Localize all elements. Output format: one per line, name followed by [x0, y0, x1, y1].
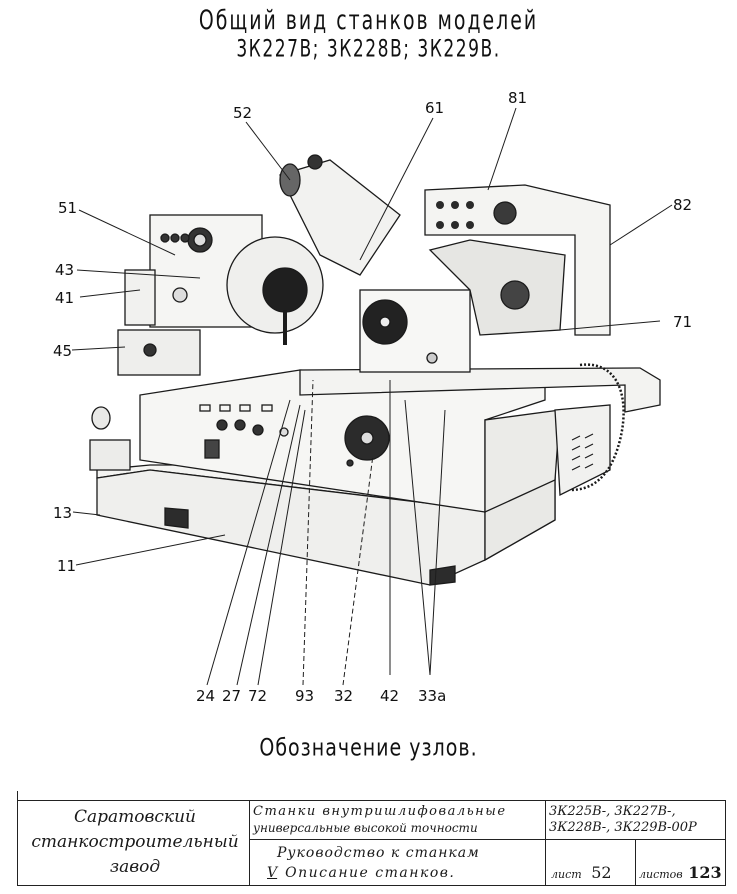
drawing-title: Общий вид станков моделей: [198, 5, 539, 35]
drawing-models-title: 3К227В; 3К228В; 3К229В.: [236, 35, 501, 63]
model-numbers: 3К225В-, 3К227В-, 3К228В-, 3К229В-00Р: [549, 804, 725, 836]
document-line: V Описание станков.: [267, 863, 545, 883]
callout-45: 45: [53, 342, 72, 360]
callout-labels: 52 61 81 82 51 43 41 45 71 13 11 24 27 7…: [53, 89, 692, 705]
document-section-title: Описание станков.: [285, 865, 456, 881]
callout-71: 71: [673, 313, 692, 331]
callout-43: 43: [55, 261, 74, 279]
front-controls: [199, 404, 289, 459]
tb-divider: [249, 839, 725, 840]
caption: Обозначение узлов.: [259, 734, 478, 762]
sheets-label: листов: [639, 868, 683, 881]
sheet-number-field: лист 52: [551, 863, 635, 882]
callout-27: 27: [222, 687, 241, 705]
product-line: Станки внутришлифовальные: [253, 804, 507, 819]
callout-72: 72: [248, 687, 267, 705]
organization-line: станкостроительный: [31, 832, 239, 852]
models-line: 3К228В-, 3К229В-00Р: [549, 820, 697, 835]
sheet-label: лист: [551, 868, 582, 881]
organization-line: Саратовский: [74, 807, 196, 827]
callout-11: 11: [57, 557, 76, 575]
machine-drawing: 52 61 81 82 51 43 41 45 71 13 11 24 27 7…: [53, 89, 692, 705]
callout-41: 41: [55, 289, 74, 307]
section-number: V: [267, 865, 278, 881]
title-block: Саратовский станкостроительный завод Ста…: [17, 791, 726, 886]
sheet-number: 52: [591, 863, 612, 882]
sheets-total: 123: [688, 863, 722, 882]
product-line: универсальные высокой точности: [253, 821, 478, 835]
sheets-total-field: листов 123: [639, 863, 725, 882]
organization-line: завод: [109, 857, 161, 877]
machine-body: [89, 154, 661, 586]
organization-name: Саратовский станкостроительный завод: [21, 805, 249, 880]
leader-lines: [71, 107, 673, 686]
right-cabinet: [554, 404, 611, 497]
callout-52: 52: [233, 104, 252, 122]
coolant-lamp: [91, 406, 111, 430]
callout-81: 81: [508, 89, 527, 107]
callout-24: 24: [196, 687, 215, 705]
document-line: Руководство к станкам: [277, 845, 480, 861]
callout-42: 42: [380, 687, 399, 705]
work-table: [299, 367, 661, 413]
callout-13: 13: [53, 504, 72, 522]
callout-32: 32: [334, 687, 353, 705]
models-line: 3К225В-, 3К227В-,: [549, 804, 676, 819]
callout-51: 51: [58, 199, 77, 217]
callout-61: 61: [425, 99, 444, 117]
product-description: Станки внутришлифовальные универсальные …: [253, 804, 545, 836]
tb-divider: [635, 839, 636, 885]
callout-82: 82: [673, 196, 692, 214]
cabinet-vents: [571, 433, 594, 471]
tb-divider: [249, 801, 250, 885]
callout-93: 93: [295, 687, 314, 705]
tb-divider: [545, 801, 546, 885]
document-title: Руководство к станкам V Описание станков.: [267, 843, 545, 883]
tb-left-border: [17, 791, 18, 885]
control-box-45: [117, 329, 201, 376]
bed-side: [484, 409, 561, 514]
callout-33a: 33а: [418, 687, 446, 705]
